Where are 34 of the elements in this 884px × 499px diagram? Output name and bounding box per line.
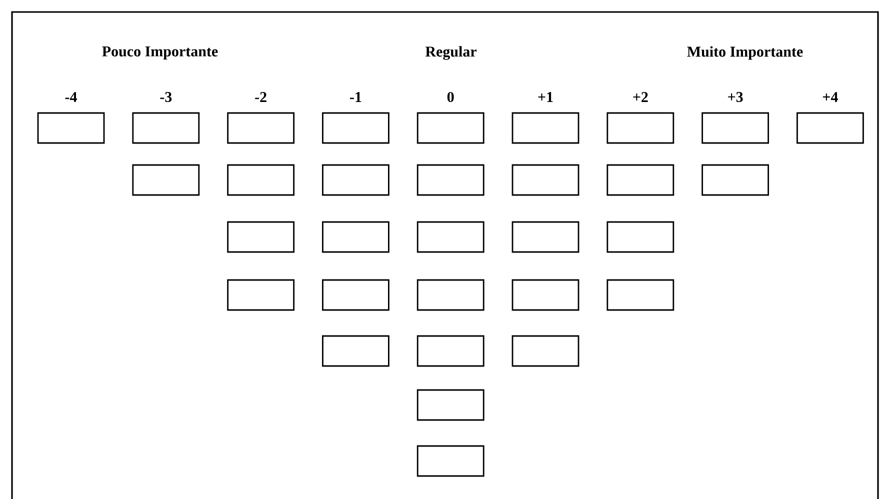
- answer-box: [322, 335, 390, 367]
- answer-box: [322, 221, 390, 253]
- answer-box: [416, 112, 484, 144]
- answer-box: [606, 279, 674, 311]
- scale-heading: Pouco Importante: [102, 46, 218, 60]
- answer-box: [227, 164, 294, 196]
- answer-box: [416, 445, 484, 477]
- answer-box: [606, 221, 674, 253]
- answer-box: [416, 279, 484, 311]
- answer-box: [606, 164, 674, 196]
- answer-box: [416, 335, 484, 367]
- answer-box: [702, 112, 769, 144]
- answer-box: [416, 389, 484, 421]
- answer-box: [512, 112, 580, 144]
- answer-box: [796, 112, 864, 144]
- answer-box: [227, 221, 294, 253]
- answer-box: [227, 279, 294, 311]
- answer-box: [227, 112, 294, 144]
- answer-box: [606, 112, 674, 144]
- answer-box: [512, 279, 580, 311]
- answer-box: [132, 164, 200, 196]
- answer-box: [512, 221, 580, 253]
- answer-box: [322, 279, 390, 311]
- answer-box: [416, 221, 484, 253]
- answer-box: [512, 335, 580, 367]
- scale-heading: Muito Importante: [687, 46, 803, 60]
- answer-box: [322, 164, 390, 196]
- scale-heading: Regular: [425, 46, 476, 60]
- answer-box: [37, 112, 105, 144]
- answer-box: [702, 164, 769, 196]
- answer-box: [132, 112, 200, 144]
- answer-box: [322, 112, 390, 144]
- answer-box: [416, 164, 484, 196]
- answer-box: [512, 164, 580, 196]
